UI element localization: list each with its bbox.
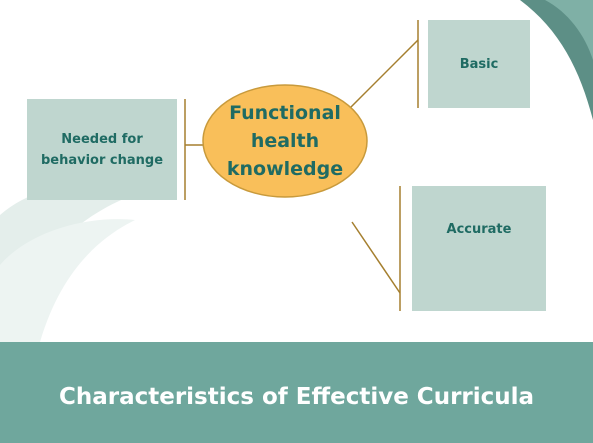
box-label: Basic: [459, 56, 499, 72]
box-needed-for-behavior-change: Needed for behavior change: [27, 99, 177, 200]
slide-title: Characteristics of Effective Curricula: [58, 383, 535, 410]
swoosh-left-inner: [0, 219, 135, 342]
center-label: Functional health knowledge: [226, 102, 344, 180]
corner-shape: [520, 0, 593, 120]
connector-basic: [347, 39, 419, 111]
box-label: Needed for behavior change: [40, 131, 164, 168]
box-accurate: Accurate: [412, 186, 546, 311]
box-label: Accurate: [446, 222, 512, 237]
connector-accurate: [351, 221, 401, 294]
box-basic: Basic: [428, 20, 530, 108]
center-ellipse: [202, 84, 368, 198]
connectors: [184, 20, 419, 311]
corner-highlight: [545, 0, 593, 60]
footer-bar: Characteristics of Effective Curricula: [0, 342, 593, 443]
swoosh-left-outer: [0, 182, 150, 340]
